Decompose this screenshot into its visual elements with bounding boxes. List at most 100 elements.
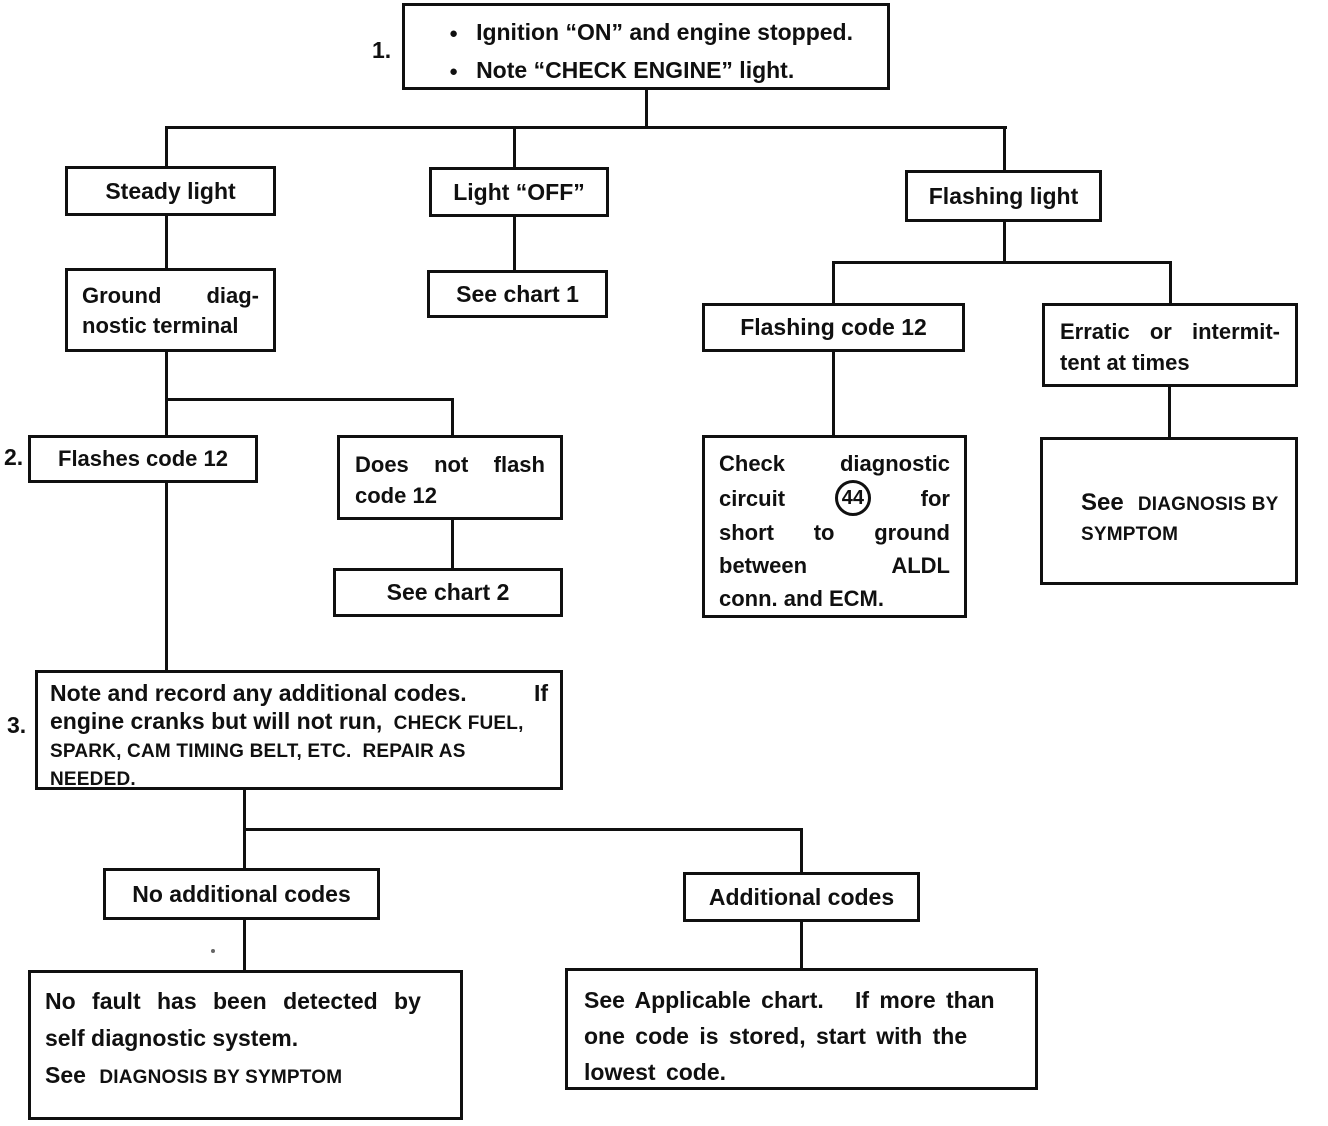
additional-codes-text: Additional codes [708,883,895,910]
connector-line [165,126,1007,129]
does-not-flash-line1: Does not flash [355,449,545,480]
box-erratic-intermittent: Erratic or intermit- tent at times [1042,303,1298,387]
note-line2-normal: engine cranks but will not run, [50,708,383,734]
word: between [719,553,808,578]
box-light-off: Light “OFF” [429,167,609,217]
connector-line [165,398,454,401]
box-no-additional-codes: No additional codes [103,868,380,920]
word: intermit- [1192,319,1280,344]
check-circuit-line3: short to ground [719,516,950,549]
connector-line [451,518,454,570]
box-additional-codes: Additional codes [683,872,920,922]
connector-line [165,481,168,672]
check-circuit-line4: between ALDL [719,549,950,582]
no-additional-codes-text: No additional codes [132,880,351,907]
box-flashing-light: Flashing light [905,170,1102,222]
bullet-icon: ● [449,63,459,80]
box-ground-diagnostic-terminal: Ground diag- nostic terminal [65,268,276,352]
connector-line [832,261,1172,264]
box-steady-light: Steady light [65,166,276,216]
check-circuit-line1: Check diagnostic [719,447,950,480]
connector-line [1169,261,1172,305]
diagnosis-caps: DIAGNOSIS BY SYMPTOM [99,1067,343,1088]
connector-line [1168,384,1171,439]
does-not-flash-line2: code 12 [355,483,437,508]
word: flash [493,452,545,477]
ground-terminal-line2: nostic terminal [82,313,239,338]
note-line4: NEEDED. [50,769,136,790]
connector-line [1003,220,1006,264]
see-chart-1-text: See chart 1 [456,280,579,307]
diagnosis-caps: DIAGNOSIS BY [1137,494,1279,515]
box-see-chart-1: See chart 1 [427,270,608,318]
no-fault-line1: No fault has been detected by [45,988,421,1014]
flashes-code-12-text: Flashes code 12 [58,446,228,472]
erratic-line2: tent at times [1060,350,1190,375]
see-text: See [45,1062,86,1088]
connector-line [832,350,835,437]
note-line1-left: Note and record any additional codes. [50,680,467,706]
connector-line [165,350,168,437]
no-fault-line3: See DIAGNOSIS BY SYMPTOM [45,1057,446,1096]
circled-code-44: 44 [834,480,871,516]
connector-line [513,126,516,170]
note-line3: SPARK, CAM TIMING BELT, ETC. REPAIR AS [50,741,466,762]
box-ignition-on: ● Ignition “ON” and engine stopped. ● No… [402,3,890,90]
step-3-label: 3. [7,712,27,738]
word: diag- [206,283,259,308]
flashing-code-12-text: Flashing code 12 [740,314,927,341]
word: not [434,452,469,477]
word: Ground [82,283,162,308]
check-circuit-line5: conn. and ECM. [719,586,884,611]
connector-line [513,215,516,272]
word: ALDL [891,553,950,578]
ground-terminal-line1: Ground diag- [82,281,259,311]
connector-line [243,828,803,831]
connector-line [832,261,835,305]
bullet-icon: ● [449,25,459,42]
box-see-diagnosis-by-symptom: See DIAGNOSIS BY SYMPTOM [1040,437,1298,585]
note-line1: Note and record any additional codes. If [50,679,548,707]
connector-line [1003,126,1006,173]
box-flashing-code-12: Flashing code 12 [702,303,965,352]
step-1-label: 1. [372,37,392,63]
ignition-on-row: ● Ignition “ON” and engine stopped. [449,15,887,53]
see-diagnosis-line2: SYMPTOM [1081,524,1179,545]
word: Does [355,452,409,477]
step-2-label: 2. [4,444,24,470]
ignition-on-text: Ignition “ON” and engine stopped. [476,19,853,45]
scan-artifact-dot [211,949,215,953]
note-line2-caps: CHECK FUEL, [393,713,524,734]
steady-light-text: Steady light [105,177,236,204]
word: Check [719,451,786,476]
word: Erratic [1060,319,1130,344]
see-diagnosis-line1: See DIAGNOSIS BY [1081,488,1295,520]
box-no-fault-detected: No fault has been detected by self diagn… [28,970,463,1120]
connector-line [165,214,168,270]
box-see-applicable-chart: See Applicable chart. If more than one c… [565,968,1038,1090]
word: or [1149,319,1172,344]
box-check-diagnostic-circuit: Check diagnostic circuit 44 for short to… [702,435,967,618]
connector-line [800,920,803,970]
connector-line [645,88,648,129]
box-does-not-flash: Does not flash code 12 [337,435,563,520]
note-check-engine-text: Note “CHECK ENGINE” light. [476,57,795,83]
flashing-light-text: Flashing light [928,182,1079,209]
erratic-line1: Erratic or intermit- [1060,316,1280,347]
see-chart-2-text: See chart 2 [386,579,510,606]
word: circuit [719,485,786,511]
connector-line [165,126,168,168]
word: diagnostic [839,451,950,476]
box-see-chart-2: See chart 2 [333,568,563,617]
note-line1-right: If [533,680,548,706]
box-note-record-codes: Note and record any additional codes. If… [35,670,563,790]
word: for [920,485,950,511]
note-line2: engine cranks but will not run, CHECK FU… [50,707,548,738]
note-check-engine-row: ● Note “CHECK ENGINE” light. [449,53,887,91]
light-off-text: Light “OFF” [453,178,585,205]
connector-line [800,828,803,874]
see-text: See [1081,489,1124,516]
box-flashes-code-12: Flashes code 12 [28,435,258,483]
no-fault-line2: self diagnostic system. [45,1025,299,1051]
